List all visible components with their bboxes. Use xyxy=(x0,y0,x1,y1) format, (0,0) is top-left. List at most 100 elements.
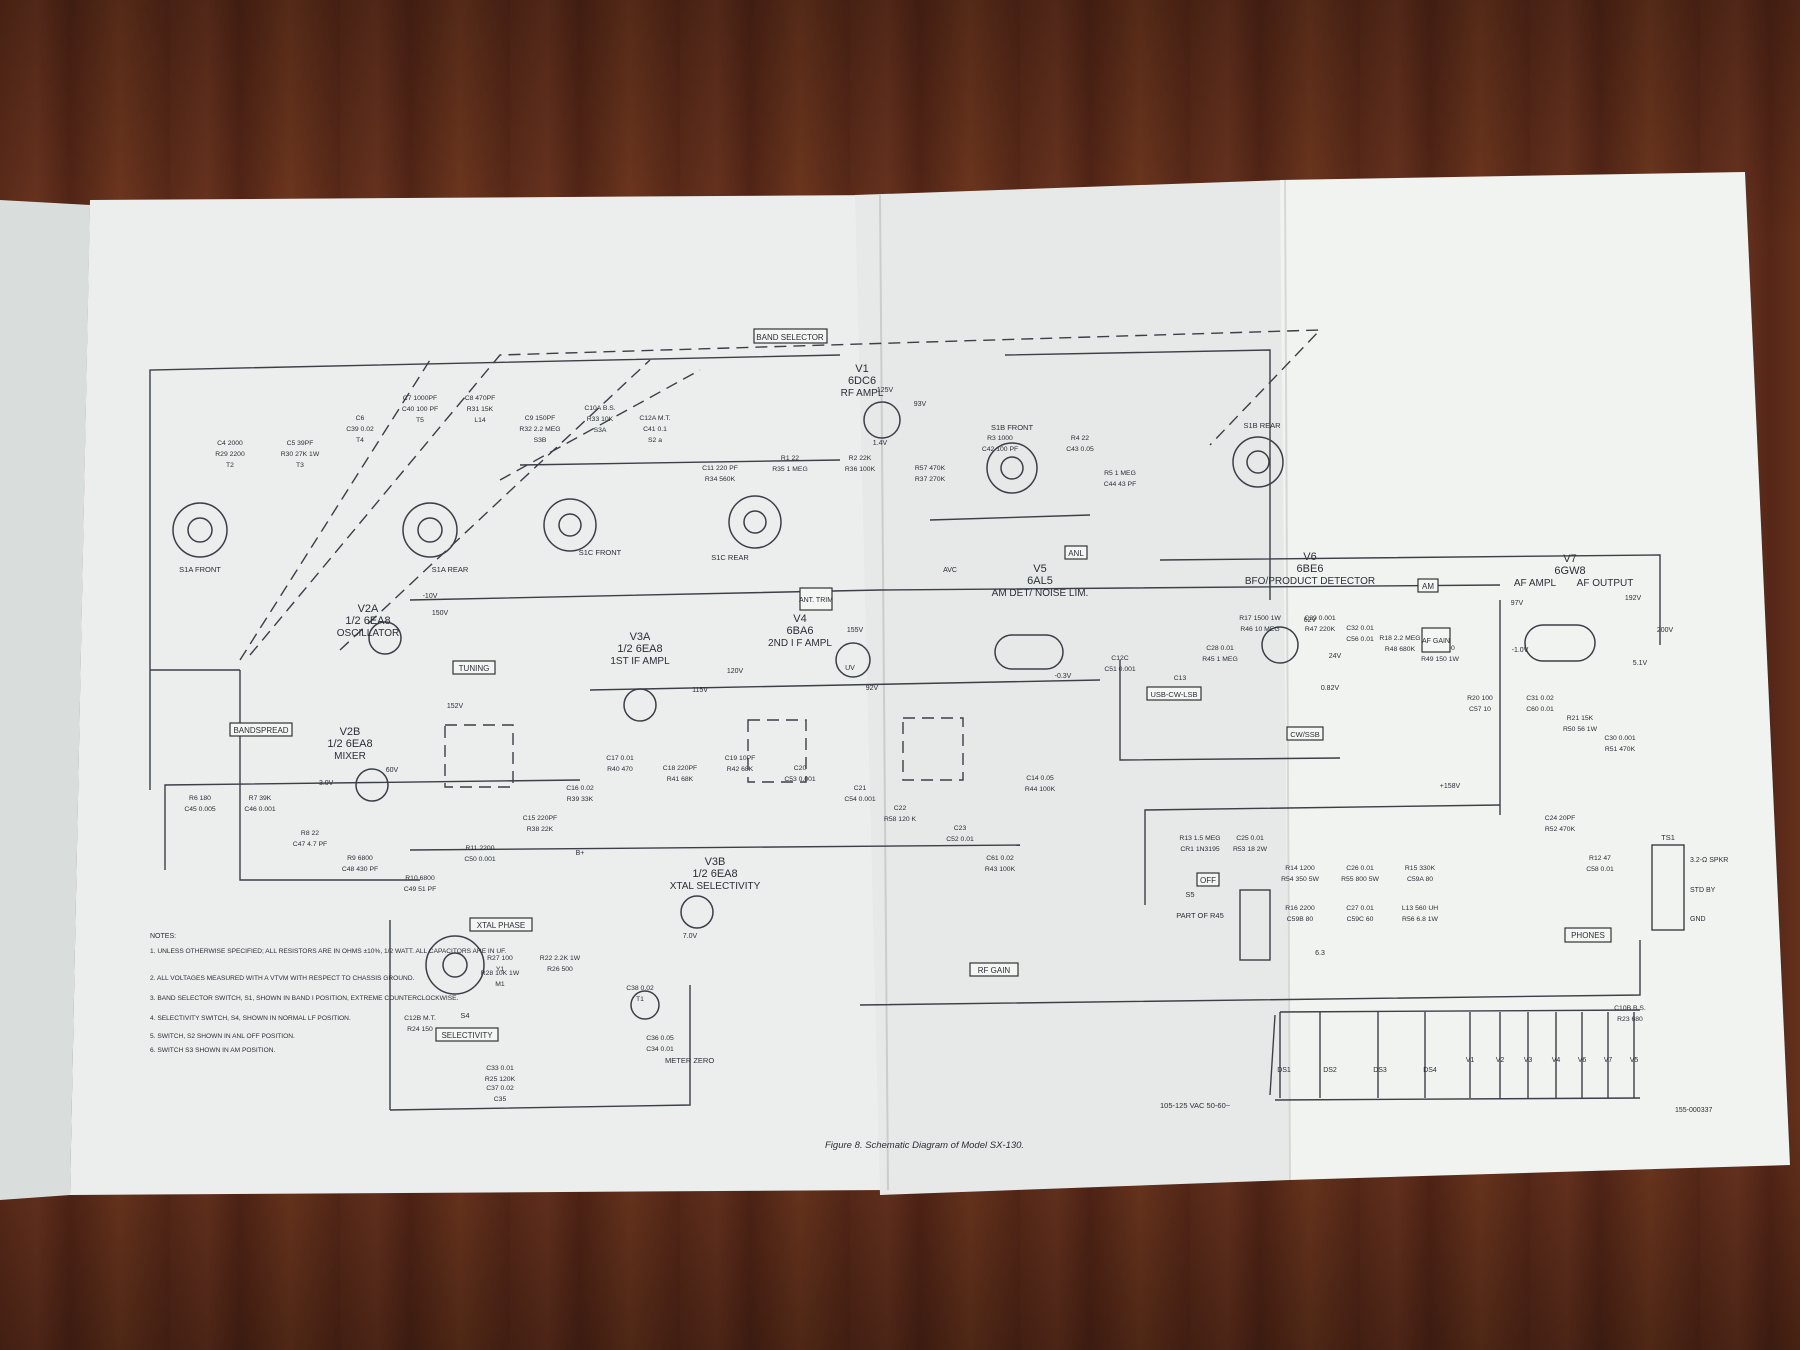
usb-cw-lsb-label: USB-CW-LSB xyxy=(1151,690,1198,699)
component-label: C18 220PF xyxy=(663,765,697,772)
heater-v6: V6 xyxy=(1578,1057,1587,1064)
ts1-terminal-2: STD BY xyxy=(1690,887,1716,894)
transformer-t1 xyxy=(444,724,514,788)
component-label: R3 1000 xyxy=(987,435,1013,442)
voltage-label: B+ xyxy=(576,850,585,857)
component-label: C42 100 PF xyxy=(982,446,1018,453)
transformer-t2 xyxy=(747,719,807,783)
component-label: T2 xyxy=(226,462,234,469)
component-label: R6 180 xyxy=(189,795,211,802)
component-label: Y1 xyxy=(496,966,505,973)
voltage-label: 192V xyxy=(1625,595,1642,602)
voltage-label: -3.0V xyxy=(317,780,334,787)
component-label: R22 2.2K 1W xyxy=(540,955,581,962)
component-label: R29 2200 xyxy=(215,451,245,458)
component-label: C40 100 PF xyxy=(402,406,438,413)
component-label: R2 22K xyxy=(849,455,872,462)
ant-trim-label: ANT. TRIM xyxy=(799,597,833,604)
voltage-label: -10V xyxy=(423,593,438,600)
left-page-edge xyxy=(0,200,90,1200)
component-label: C53 0.001 xyxy=(784,776,816,783)
note-1: 1. UNLESS OTHERWISE SPECIFIED; ALL RESIS… xyxy=(150,948,506,955)
heater-v7: V7 xyxy=(1604,1057,1613,1064)
component-label: C45 0.005 xyxy=(184,806,216,813)
component-label: C7 1000PF xyxy=(403,395,437,402)
right-fold-page xyxy=(1280,172,1790,1180)
component-label: R32 2.2 MEG xyxy=(519,426,560,433)
component-label: R36 100K xyxy=(845,466,876,473)
tube-v1-ref: V1 xyxy=(855,363,868,375)
tube-v7-ref: V7 xyxy=(1563,553,1576,565)
rf-gain-label: RF GAIN xyxy=(978,966,1011,975)
component-label: S2 a xyxy=(648,437,662,444)
component-label: S3A xyxy=(594,427,607,434)
left-page xyxy=(70,195,890,1195)
tube-v3a-type: 1/2 6EA8 xyxy=(617,643,662,655)
component-label: C61 0.02 xyxy=(986,855,1014,862)
component-label: C12A M.T. xyxy=(639,415,670,422)
page-fold-line xyxy=(879,194,889,1191)
component-label: C41 0.1 xyxy=(643,426,667,433)
component-label: T3 xyxy=(296,462,304,469)
component-label: R15 330K xyxy=(1405,865,1436,872)
note-5: 5. SWITCH, S2 SHOWN IN ANL OFF POSITION. xyxy=(150,1033,295,1040)
heater-v2: V2 xyxy=(1496,1057,1505,1064)
component-label: R7 39K xyxy=(249,795,272,802)
component-label: R30 27K 1W xyxy=(281,451,320,458)
component-label: C22 xyxy=(894,805,907,812)
component-label: C51 0.001 xyxy=(1104,666,1136,673)
component-label: R14 1200 xyxy=(1285,865,1315,872)
tube-v2b-func: MIXER xyxy=(334,751,366,762)
component-label: C39 0.02 xyxy=(346,426,374,433)
voltage-label: 150V xyxy=(432,610,449,617)
tube-v3a-func: 1ST IF AMPL xyxy=(610,656,670,667)
xtal-phase-label: XTAL PHASE xyxy=(477,921,525,930)
component-label: R44 100K xyxy=(1025,786,1056,793)
tube-v6-func: BFO/PRODUCT DETECTOR xyxy=(1245,576,1375,587)
voltage-label: 1.4V xyxy=(873,440,888,447)
component-label: C35 xyxy=(494,1096,507,1103)
component-label: R38 22K xyxy=(527,826,554,833)
component-label: C56 0.01 xyxy=(1346,636,1374,643)
component-label: C6 xyxy=(356,415,365,422)
component-label: C34 0.01 xyxy=(646,1046,674,1053)
component-label: R50 56 1W xyxy=(1563,726,1598,733)
power-transformer-t5 xyxy=(1239,889,1271,961)
tuning-label: TUNING xyxy=(459,664,490,673)
am-label: AM xyxy=(1422,582,1434,591)
s1c-rear-switch xyxy=(728,495,782,549)
tube-v2a-envelope xyxy=(368,621,402,655)
voltage-label: 125V xyxy=(877,387,894,394)
component-label: R16 2200 xyxy=(1285,905,1315,912)
component-label: R31 15K xyxy=(467,406,494,413)
component-label: R54 350 5W xyxy=(1281,876,1319,883)
component-label: C9 150PF xyxy=(525,415,556,422)
component-label: C59C 60 xyxy=(1347,916,1374,923)
panel-label-af-gain: AF GAIN xyxy=(1421,627,1451,653)
note-4: 4. SELECTIVITY SWITCH, S4, SHOWN IN NORM… xyxy=(150,1015,351,1022)
component-label: R34 560K xyxy=(705,476,736,483)
tube-v6-type: 6BE6 xyxy=(1297,563,1324,575)
component-label: C57 10 xyxy=(1469,706,1491,713)
component-label: C60 0.01 xyxy=(1526,706,1554,713)
s4-selectivity-switch xyxy=(425,935,485,995)
component-label: R18 2.2 MEG xyxy=(1379,635,1420,642)
heater-v3: V3 xyxy=(1524,1057,1533,1064)
component-label: C15 220PF xyxy=(523,815,557,822)
tube-v2b-ref: V2B xyxy=(340,726,361,738)
tube-v6-envelope xyxy=(1261,626,1299,664)
voltage-label: 120V xyxy=(727,668,744,675)
component-label: R10 6800 xyxy=(405,875,435,882)
panel-label-tuning: TUNING xyxy=(452,660,496,675)
ts1-terminal-1: 3.2-Ω SPKR xyxy=(1690,857,1728,864)
panel-label-bandspread: BANDSPREAD xyxy=(229,722,293,737)
voltage-label: 92V xyxy=(866,685,879,692)
switch-label-s1c-front: S1C FRONT xyxy=(579,548,622,557)
component-label: R41 68K xyxy=(667,776,694,783)
s1c-front-switch xyxy=(543,498,597,552)
component-label: R58 120 K xyxy=(884,816,917,823)
component-label: C30 0.001 xyxy=(1604,735,1636,742)
transformer-t3 xyxy=(902,717,964,781)
component-label: R33 10K xyxy=(587,416,614,423)
